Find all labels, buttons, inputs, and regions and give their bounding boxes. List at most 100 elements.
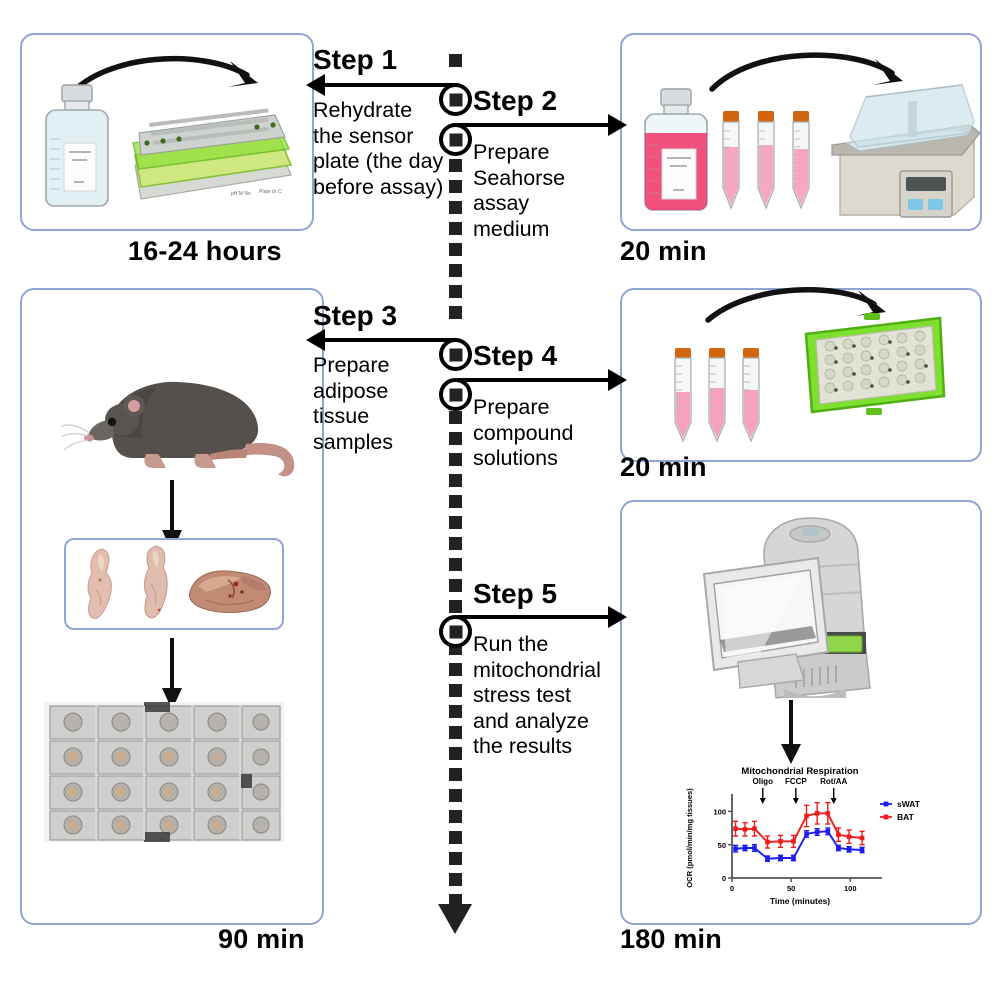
islet-capture-plate-icon bbox=[44, 702, 284, 842]
step-5-arrowhead bbox=[608, 606, 627, 628]
step-5-description: Run the mitochondrial stress test and an… bbox=[473, 632, 601, 758]
panel-duration-analyzer: 180 min bbox=[620, 924, 722, 954]
timeline-dash bbox=[449, 495, 462, 508]
svg-text:50: 50 bbox=[787, 884, 795, 893]
step-3-arrowhead bbox=[306, 329, 325, 351]
step-2-description: Prepare Seahorse assay medium bbox=[473, 140, 566, 241]
svg-text:OCR (pmol/min/mg tissues): OCR (pmol/min/mg tissues) bbox=[685, 788, 694, 888]
svg-text:BAT: BAT bbox=[897, 812, 915, 822]
timeline-dash bbox=[449, 831, 462, 844]
timeline-dash bbox=[449, 810, 462, 823]
timeline-dash bbox=[449, 453, 462, 466]
timeline-dash bbox=[449, 663, 462, 676]
timeline-dash bbox=[449, 579, 462, 592]
timeline-node-step-4 bbox=[439, 378, 472, 411]
panel-assay-medium bbox=[620, 33, 982, 231]
svg-text:Mitochondrial Respiration: Mitochondrial Respiration bbox=[741, 766, 858, 777]
sensor-cartridge-plate-icon bbox=[804, 313, 946, 415]
conical-tube-icon bbox=[757, 111, 775, 210]
tissue-sample-box bbox=[64, 538, 284, 630]
timeline-dash bbox=[449, 684, 462, 697]
panel-duration-adipose-tissue: 90 min bbox=[218, 924, 305, 954]
svg-text:0: 0 bbox=[722, 874, 726, 883]
seahorse-analyzer-icon bbox=[702, 517, 871, 699]
tissue-sample-swat bbox=[87, 548, 112, 619]
svg-text:pH M No: pH M No bbox=[231, 191, 251, 197]
timeline-dash bbox=[449, 306, 462, 319]
down-arrow-icon bbox=[781, 700, 801, 764]
step-3-description: Prepare adipose tissue samples bbox=[313, 353, 394, 454]
timeline-dash bbox=[449, 894, 462, 907]
timeline-dash bbox=[449, 285, 462, 298]
timeline-dash bbox=[449, 873, 462, 886]
curved-arrow-icon bbox=[709, 52, 903, 92]
pink-medium-bottle-icon bbox=[644, 88, 708, 211]
step-1-connector bbox=[323, 83, 456, 87]
svg-text:0: 0 bbox=[730, 884, 734, 893]
svg-text:Oligo: Oligo bbox=[753, 777, 774, 786]
timeline-dash bbox=[449, 474, 462, 487]
step-1-arrowhead bbox=[306, 74, 325, 96]
step-4-description: Prepare compound solutions bbox=[473, 395, 574, 470]
conical-tube-icon bbox=[708, 348, 726, 443]
timeline-dash bbox=[449, 789, 462, 802]
panel-sensor-plate: pH M No Plate ck C bbox=[20, 33, 314, 231]
conical-tube-icon bbox=[722, 111, 740, 210]
timeline-dash bbox=[449, 432, 462, 445]
step-4-arrowhead bbox=[608, 369, 627, 391]
timeline-node-step-1 bbox=[439, 83, 472, 116]
svg-text:Plate ck C: Plate ck C bbox=[259, 189, 282, 195]
down-arrow-icon bbox=[162, 638, 182, 710]
timeline-dash bbox=[449, 222, 462, 235]
timeline-dash bbox=[449, 600, 462, 613]
svg-text:100: 100 bbox=[713, 808, 726, 817]
timeline-dash bbox=[449, 264, 462, 277]
panel-duration-sensor-plate: 16-24 hours bbox=[128, 236, 282, 266]
panel-adipose-tissue bbox=[20, 288, 324, 925]
timeline-dash bbox=[449, 411, 462, 424]
timeline-dash bbox=[449, 726, 462, 739]
media-bottle-icon bbox=[45, 84, 109, 207]
timeline-dash bbox=[449, 516, 462, 529]
timeline-arrowhead bbox=[438, 904, 472, 934]
step-3-title: Step 3 bbox=[313, 300, 398, 331]
timeline-dash bbox=[449, 201, 462, 214]
conical-tube-icon bbox=[742, 348, 760, 443]
timeline-dash bbox=[449, 705, 462, 718]
timeline-dash bbox=[449, 159, 462, 172]
tissue-sample-swat bbox=[143, 545, 168, 619]
svg-text:Time (minutes): Time (minutes) bbox=[770, 896, 830, 906]
conical-tube-icon bbox=[674, 348, 692, 443]
step-2-arrowhead bbox=[608, 114, 627, 136]
svg-text:50: 50 bbox=[718, 841, 726, 850]
step-4-title: Step 4 bbox=[473, 340, 558, 371]
panel-duration-compounds: 20 min bbox=[620, 452, 707, 482]
svg-text:FCCP: FCCP bbox=[785, 777, 807, 786]
tissue-sample-bat bbox=[188, 570, 271, 614]
timeline-dash bbox=[449, 537, 462, 550]
panel-compounds bbox=[620, 286, 982, 462]
curved-arrow-icon bbox=[67, 55, 258, 98]
step-1-description: Rehydrate the sensor plate (the day befo… bbox=[313, 98, 444, 199]
water-bath-icon bbox=[831, 84, 981, 218]
step-2-connector bbox=[458, 123, 610, 127]
step-4-connector bbox=[458, 378, 610, 382]
svg-text:sWAT: sWAT bbox=[897, 799, 921, 809]
step-5-connector bbox=[458, 615, 610, 619]
conical-tube-icon bbox=[792, 111, 810, 210]
svg-text:Rot/AA: Rot/AA bbox=[820, 777, 847, 786]
timeline-node-step-5 bbox=[439, 615, 472, 648]
panel-duration-assay-medium: 20 min bbox=[620, 236, 707, 266]
sensor-cartridge-plate-icon: pH M No Plate ck C bbox=[132, 108, 293, 200]
timeline-dash bbox=[449, 747, 462, 760]
timeline-dash bbox=[449, 243, 462, 256]
timeline-dash bbox=[449, 852, 462, 865]
step-2-title: Step 2 bbox=[473, 85, 558, 116]
timeline-dash bbox=[449, 558, 462, 571]
timeline-dash bbox=[449, 54, 462, 67]
curved-arrow-icon bbox=[705, 286, 886, 323]
step-1-title: Step 1 bbox=[313, 44, 398, 75]
